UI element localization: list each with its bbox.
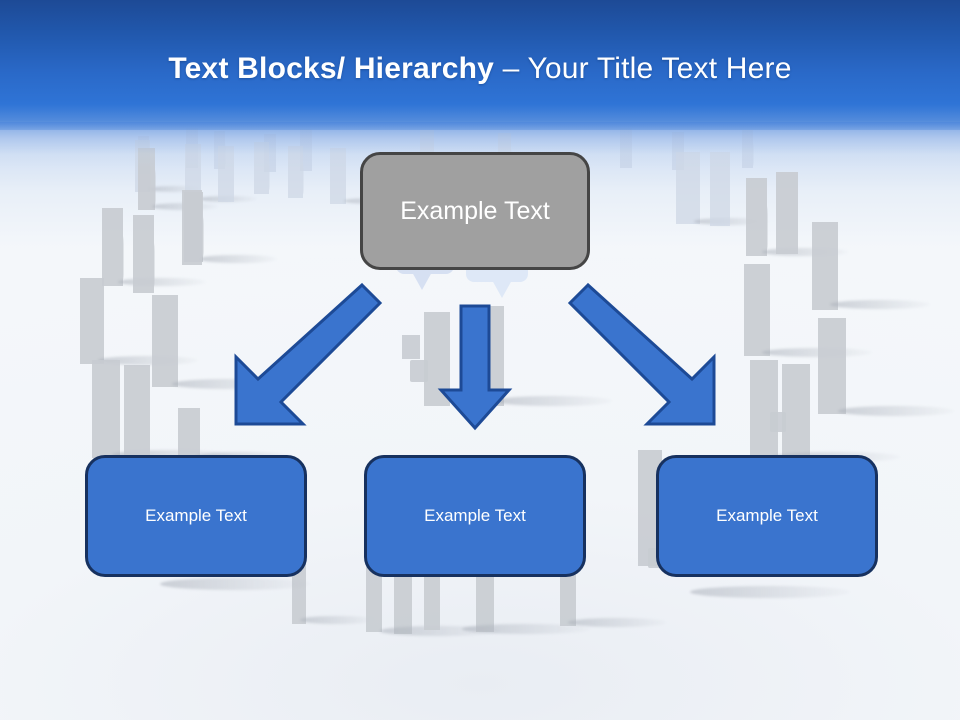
page-title: Text Blocks/ Hierarchy – Your Title Text… (0, 52, 960, 86)
silhouette-shadow (568, 618, 666, 627)
silhouette-shadow (690, 586, 850, 598)
node-root-label: Example Text (400, 196, 550, 225)
silhouette-person (818, 318, 846, 414)
silhouette-briefcase (410, 360, 428, 382)
silhouette-shadow (380, 626, 500, 636)
silhouette-person (92, 360, 120, 458)
silhouette-person (182, 190, 202, 265)
silhouette-person (812, 222, 838, 310)
silhouette-shadow (160, 578, 310, 590)
silhouette-person (476, 560, 494, 632)
node-child-1[interactable]: Example Text (85, 455, 307, 577)
arrow-left-icon (234, 282, 383, 426)
silhouette-person (782, 364, 810, 460)
silhouette-person (80, 278, 104, 364)
silhouette-person (750, 360, 778, 458)
silhouette-shadow (118, 278, 206, 286)
silhouette-person (152, 295, 178, 387)
silhouette-person (366, 560, 382, 632)
silhouette-shadow (300, 616, 374, 624)
silhouette-shadow (694, 218, 768, 225)
silhouette-person (424, 560, 440, 630)
node-child-2-label: Example Text (424, 506, 526, 525)
silhouette-person (744, 264, 770, 356)
page-title-bold: Text Blocks/ Hierarchy (168, 52, 503, 85)
silhouette-person (394, 560, 412, 634)
silhouette-shadow (172, 379, 284, 389)
silhouette-person (402, 335, 420, 359)
silhouette-shadow (98, 356, 198, 365)
node-child-3[interactable]: Example Text (656, 455, 878, 577)
silhouette-person (133, 215, 154, 293)
silhouette-shadow (462, 624, 590, 634)
page-title-regular: – Your Title Text Here (502, 52, 792, 85)
title-banner (0, 0, 960, 130)
node-child-3-label: Example Text (716, 506, 818, 525)
silhouette-shadow (838, 406, 954, 416)
silhouette-person (178, 408, 200, 460)
silhouette-person (124, 365, 150, 461)
silhouette-shadow (494, 396, 612, 406)
silhouette-shadow (199, 255, 277, 263)
silhouette-shadow (762, 248, 848, 256)
silhouette-shadow (762, 348, 872, 357)
silhouette-person (776, 172, 798, 254)
silhouette-shadow (148, 186, 200, 192)
silhouette-person (102, 208, 123, 286)
node-child-1-label: Example Text (145, 506, 247, 525)
arrow-center-icon (437, 304, 513, 431)
silhouette-shadow (830, 300, 930, 309)
silhouette-person (746, 178, 767, 256)
silhouette-briefcase (770, 412, 786, 432)
arrow-right-icon (567, 282, 716, 426)
silhouette-person (292, 560, 306, 624)
node-child-2[interactable]: Example Text (364, 455, 586, 577)
node-root[interactable]: Example Text (360, 152, 590, 270)
